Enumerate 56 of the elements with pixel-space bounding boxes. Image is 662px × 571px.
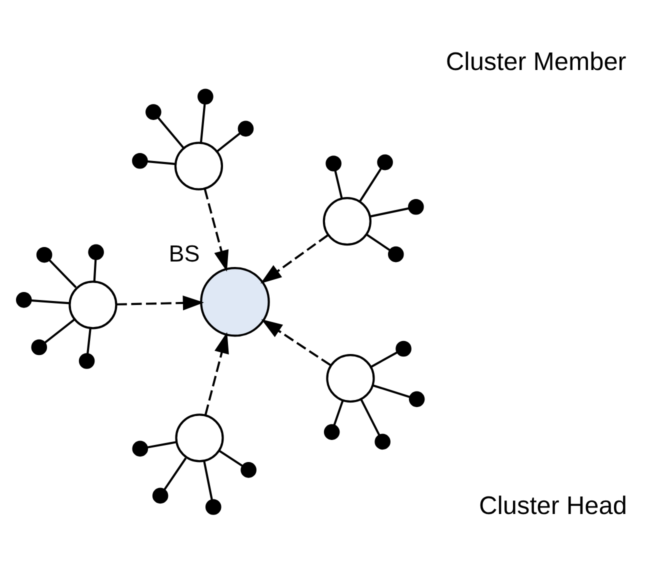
node-dot — [374, 434, 390, 450]
arrow — [260, 234, 328, 284]
legend-label: Cluster Head — [478, 492, 627, 520]
connector — [219, 450, 244, 467]
node-dot — [388, 246, 404, 262]
connector — [147, 441, 176, 448]
node-dot — [132, 440, 148, 457]
node-dot — [396, 340, 412, 357]
connector — [370, 207, 410, 218]
node-dot — [88, 244, 104, 260]
connector — [370, 352, 398, 368]
connector — [203, 461, 213, 500]
connector — [200, 103, 206, 143]
connector — [86, 328, 92, 354]
connector — [30, 299, 70, 304]
node-dot — [16, 292, 32, 308]
connector — [164, 458, 187, 490]
connector — [157, 117, 184, 149]
node-dot — [238, 120, 254, 137]
node-dot — [132, 152, 148, 169]
node-dot — [408, 198, 424, 215]
connector — [372, 384, 410, 398]
node-circle — [322, 196, 372, 246]
arrow — [204, 332, 229, 416]
connector — [360, 398, 380, 436]
node-circle — [175, 414, 224, 462]
connector — [44, 318, 75, 344]
node-circle — [326, 354, 375, 403]
connector — [334, 170, 343, 199]
node-dot — [240, 462, 256, 478]
arrow — [204, 188, 229, 272]
node-dot — [31, 339, 48, 356]
connector — [48, 259, 77, 288]
node-dot — [36, 246, 52, 263]
node-circle — [200, 266, 270, 337]
node-dot — [205, 499, 222, 515]
legend-label: Cluster Member — [446, 48, 626, 76]
node-dot — [146, 104, 162, 120]
node-dot — [408, 391, 425, 408]
connector — [358, 168, 382, 202]
connector — [93, 259, 97, 282]
node-dot — [324, 424, 340, 440]
connector — [147, 160, 175, 165]
node-dot — [377, 154, 393, 170]
connector — [366, 234, 391, 252]
node-dot — [78, 353, 95, 369]
node-dot — [326, 156, 342, 172]
node-circle — [174, 142, 224, 190]
node-circle — [68, 280, 118, 330]
node-dot — [198, 88, 214, 104]
node-label: BS — [168, 240, 200, 266]
arrow — [116, 296, 204, 310]
node-dot — [152, 488, 168, 504]
connector — [216, 132, 241, 152]
connector — [333, 400, 344, 426]
arrow — [261, 319, 331, 366]
